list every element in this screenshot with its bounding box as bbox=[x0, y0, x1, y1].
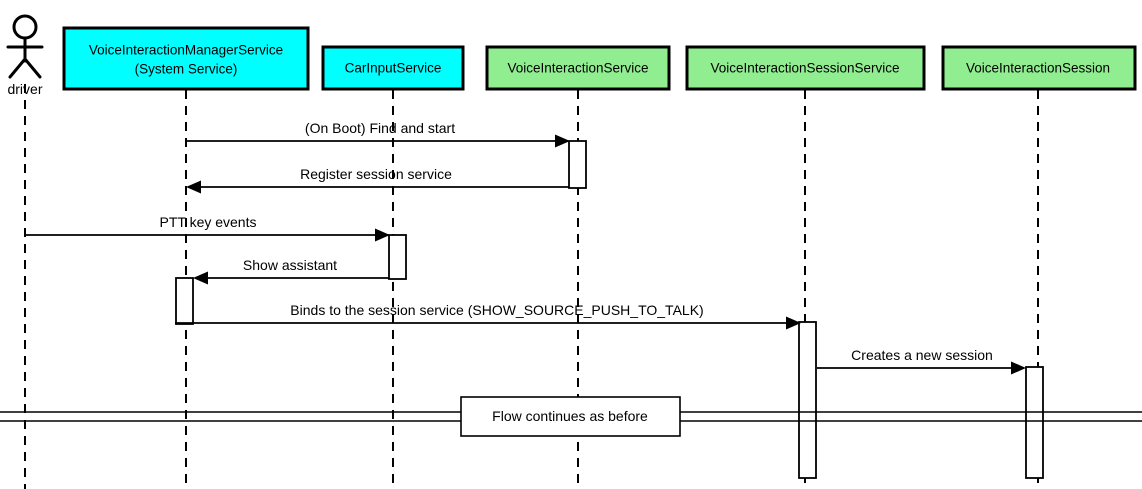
actor-driver: driver bbox=[6, 14, 44, 97]
divider-box bbox=[460, 396, 681, 437]
actor-leg-left-icon bbox=[8, 57, 27, 79]
participant-box-vims[interactable] bbox=[62, 26, 310, 91]
participant-label-cis: CarInputService bbox=[345, 61, 442, 76]
actor-leg-right-icon bbox=[23, 57, 42, 79]
actor-label: driver bbox=[7, 81, 42, 97]
message-binds-to-session-service[interactable]: Binds to the session service (SHOW_SOURC… bbox=[175, 302, 801, 330]
message-register-session-service[interactable]: Register session service bbox=[186, 166, 569, 194]
message-show-assistant[interactable]: Show assistant bbox=[193, 257, 389, 285]
divider-flow-continues: Flow continues as before bbox=[0, 396, 1142, 437]
participant-vims[interactable]: VoiceInteractionManagerService (System S… bbox=[62, 26, 310, 91]
message-label-binds-to-session-service: Binds to the session service (SHOW_SOURC… bbox=[290, 302, 703, 318]
message-label-on-boot-find-and-start: (On Boot) Find and start bbox=[305, 120, 455, 136]
participant-cis[interactable]: CarInputService bbox=[321, 45, 465, 91]
participant-vis[interactable]: VoiceInteractionService bbox=[485, 45, 671, 91]
participant-box-cis[interactable] bbox=[321, 45, 465, 91]
message-label-register-session-service: Register session service bbox=[300, 166, 452, 182]
arrowhead-right-icon bbox=[1011, 361, 1026, 375]
activation-vims-show bbox=[175, 277, 194, 325]
activation-cis-ptt bbox=[388, 234, 407, 280]
participant-visn[interactable]: VoiceInteractionSession bbox=[941, 45, 1137, 91]
message-label-show-assistant: Show assistant bbox=[243, 257, 337, 273]
participant-box-visn[interactable] bbox=[941, 45, 1137, 91]
arrowhead-right-icon bbox=[375, 228, 390, 242]
arrowhead-left-icon bbox=[193, 271, 208, 285]
activations-layer bbox=[175, 140, 1044, 479]
activation-visn-create bbox=[1025, 366, 1044, 479]
participant-label-visn: VoiceInteractionSession bbox=[966, 61, 1110, 76]
message-creates-a-new-session[interactable]: Creates a new session bbox=[817, 347, 1026, 375]
arrowhead-right-icon bbox=[555, 134, 570, 148]
arrowhead-left-icon bbox=[186, 180, 201, 194]
participant-box-viss[interactable] bbox=[685, 45, 926, 91]
message-on-boot-find-and-start[interactable]: (On Boot) Find and start bbox=[186, 120, 570, 148]
participant-label-vims-line1: VoiceInteractionManagerService bbox=[89, 43, 283, 58]
message-ptt-key-events[interactable]: PTT key events bbox=[25, 214, 390, 242]
divider-label: Flow continues as before bbox=[492, 408, 648, 424]
message-label-creates-a-new-session: Creates a new session bbox=[851, 347, 993, 363]
arrowhead-right-icon bbox=[786, 316, 801, 330]
participant-label-viss: VoiceInteractionSessionService bbox=[710, 61, 899, 76]
participant-label-vims-line2: (System Service) bbox=[135, 62, 238, 77]
actor-head-icon bbox=[12, 14, 38, 40]
participant-label-vis: VoiceInteractionService bbox=[507, 61, 648, 76]
participant-box-vis[interactable] bbox=[485, 45, 671, 91]
activation-viss-bind bbox=[798, 321, 817, 479]
message-label-ptt-key-events: PTT key events bbox=[159, 214, 256, 230]
participant-viss[interactable]: VoiceInteractionSessionService bbox=[685, 45, 926, 91]
activation-vis-boot bbox=[568, 140, 587, 189]
